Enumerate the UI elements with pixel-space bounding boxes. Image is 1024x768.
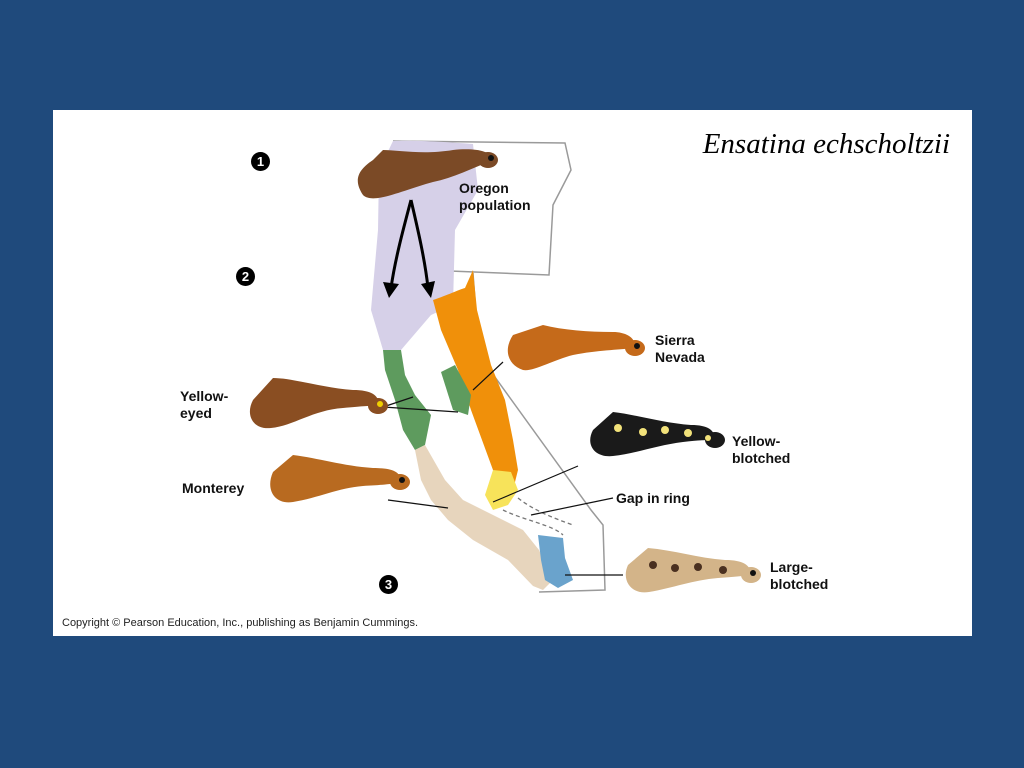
label-sierra-nevada: Sierra Nevada (655, 332, 705, 365)
step-1-marker: 1 (251, 152, 270, 171)
monterey-region (415, 445, 553, 590)
migration-arrows (389, 199, 430, 289)
ring-species-map (249, 140, 761, 593)
gap-in-ring (502, 497, 574, 536)
sierra-region (433, 270, 518, 495)
salamander-sierra (507, 325, 645, 371)
label-large-blotched: Large- blotched (770, 559, 829, 592)
yellow-eyed-region (383, 350, 431, 450)
figure-panel: Ensatina echscholtzii 1 2 3 Oregon popul… (53, 110, 972, 636)
large-blotched-region (538, 535, 573, 588)
yellow-blotched-region (485, 470, 518, 510)
species-title: Ensatina echscholtzii (702, 128, 950, 160)
sierra-green-stripe (441, 365, 471, 415)
salamander-large-blotched (625, 548, 761, 593)
step-2-marker: 2 (236, 267, 255, 286)
label-oregon-population: Oregon population (459, 180, 531, 213)
salamander-monterey (270, 455, 410, 503)
copyright-notice: Copyright © Pearson Education, Inc., pub… (62, 617, 419, 629)
leader-lines (382, 361, 623, 576)
step-3-marker: 3 (379, 575, 398, 594)
label-yellow-blotched: Yellow- blotched (732, 433, 791, 466)
salamander-yellow-eyed (249, 378, 388, 429)
salamander-yellow-blotched (590, 412, 725, 457)
label-monterey: Monterey (182, 480, 245, 496)
label-yellow-eyed: Yellow- eyed (180, 388, 229, 421)
label-gap-in-ring: Gap in ring (616, 490, 690, 506)
salamander-oregon (357, 149, 498, 199)
